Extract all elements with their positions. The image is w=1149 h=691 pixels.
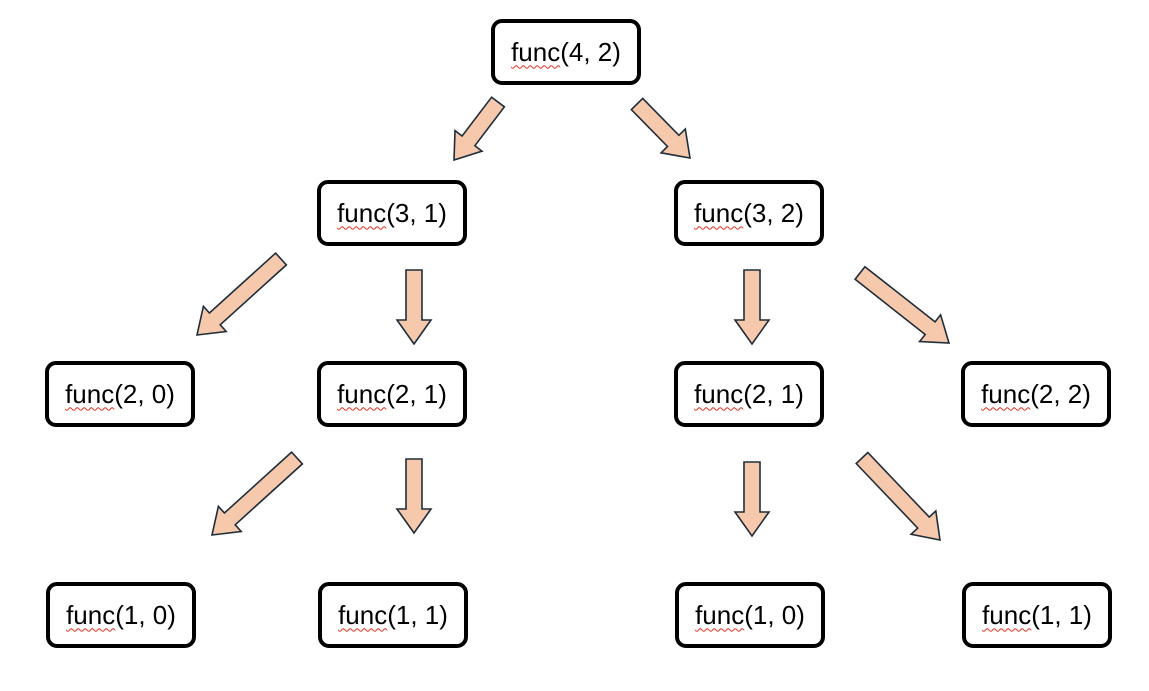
node-func-2-2: func(2, 2) [961,361,1111,427]
node-func-name: func [695,599,745,630]
node-args: (1, 0) [744,599,805,630]
node-func-name: func [511,36,561,67]
node-func-2-0: func(2, 0) [45,361,195,427]
node-func-name: func [65,378,115,409]
node-func-name: func [337,378,387,409]
node-func-name: func [338,599,388,630]
node-func-1-1-right: func(1, 1) [962,582,1112,648]
arrow-n21b-to-n11b [855,451,941,542]
arrow-n42-to-n31 [453,96,506,162]
node-args: (2, 1) [386,378,447,409]
node-args: (2, 1) [743,378,804,409]
arrow-n21a-to-n11a [395,458,433,535]
node-func-name: func [337,197,387,228]
node-func-name: func [694,378,744,409]
node-args: (3, 2) [743,197,804,228]
node-func-1-1-left: func(1, 1) [318,582,468,648]
node-func-name: func [66,599,116,630]
arrow-n32-to-n22 [853,265,951,344]
node-func-name: func [982,599,1032,630]
node-func-2-1-left: func(2, 1) [317,361,467,427]
arrow-n21b-to-n10b [733,461,771,538]
node-args: (1, 1) [1031,599,1092,630]
node-func-1-0-left: func(1, 0) [46,582,196,648]
node-func-2-1-right: func(2, 1) [674,361,824,427]
arrow-n31-to-n21a [395,269,433,346]
node-args: (3, 1) [386,197,447,228]
node-args: (1, 0) [115,599,176,630]
node-func-1-0-right: func(1, 0) [675,582,825,648]
node-args: (1, 1) [387,599,448,630]
node-func-name: func [981,378,1031,409]
arrow-n32-to-n21b [733,269,771,346]
arrow-n42-to-n32 [630,97,691,159]
arrow-n21a-to-n10a [210,450,304,536]
node-args: (4, 2) [560,36,621,67]
node-args: (2, 2) [1030,378,1091,409]
node-args: (2, 0) [114,378,175,409]
node-func-3-1: func(3, 1) [317,180,467,246]
node-func-4-2: func(4, 2) [491,19,641,85]
node-func-3-2: func(3, 2) [674,180,824,246]
node-func-name: func [694,197,744,228]
arrow-n31-to-n20 [195,251,288,336]
